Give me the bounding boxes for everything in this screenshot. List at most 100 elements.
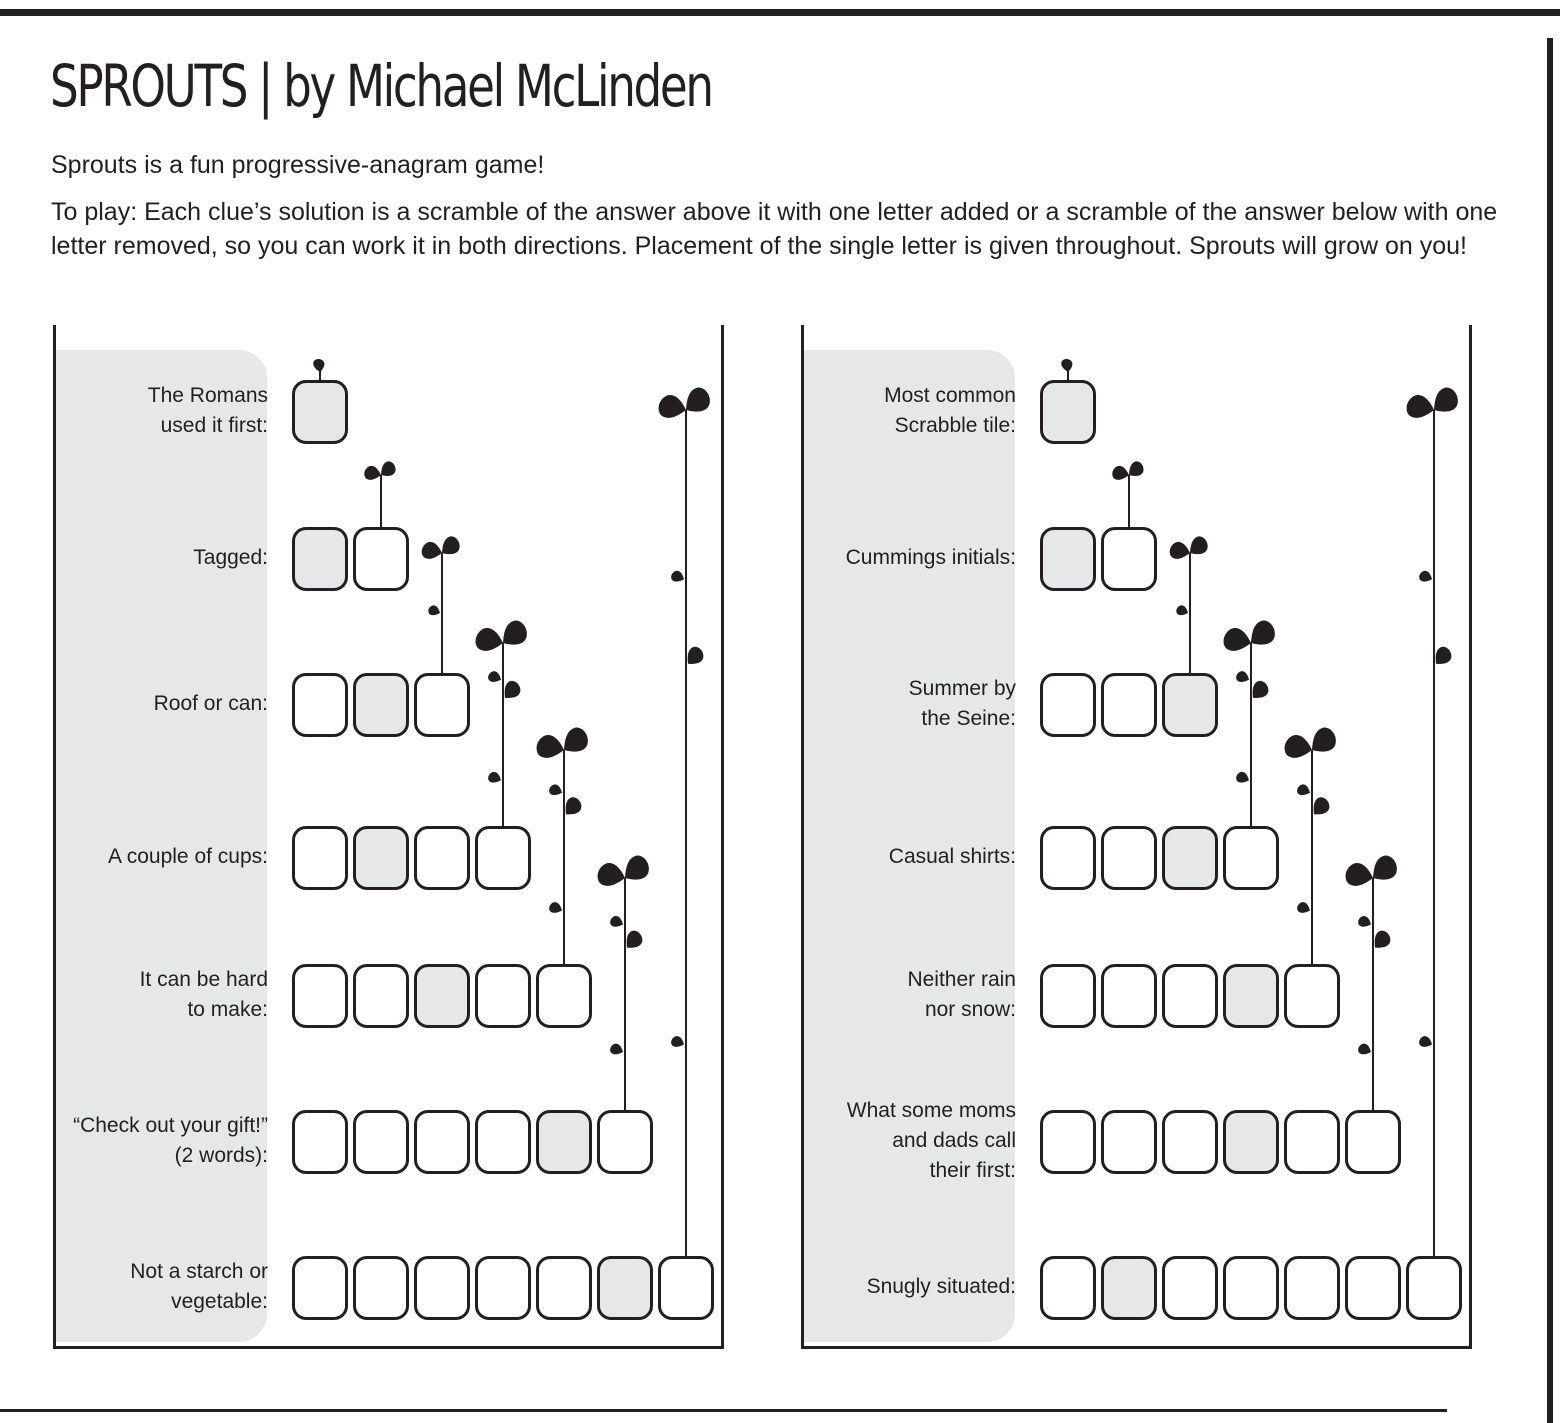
letter-box[interactable] [1040,964,1096,1028]
letter-box-given[interactable] [1101,1256,1157,1320]
letter-box-given[interactable] [1162,826,1218,890]
letter-box[interactable] [536,1256,592,1320]
letter-box[interactable] [1101,826,1157,890]
letter-box[interactable] [1040,826,1096,890]
sprout-leaf [1435,646,1452,664]
letter-box[interactable] [1101,527,1157,591]
letter-box-given[interactable] [353,826,409,890]
sprout-leaf [671,570,684,582]
letter-box-given[interactable] [292,380,348,444]
sprout-leaf [488,671,501,682]
letter-box[interactable] [414,673,470,737]
clue-line: “Check out your gift!” [73,1114,268,1137]
sprout-leaf [564,727,588,752]
letter-box-given[interactable] [353,673,409,737]
sprout-leaf [1406,395,1434,418]
letter-box[interactable] [414,1110,470,1174]
sprout-leaf [503,620,527,645]
letter-box[interactable] [1345,1256,1401,1320]
letter-box-given[interactable] [1040,527,1096,591]
letter-box[interactable] [1162,964,1218,1028]
sprout-leaf [313,359,325,372]
sprout-leaf [1252,680,1269,699]
clue-line: used it first: [160,414,268,437]
clue-line: Summer by [908,677,1016,700]
letter-box[interactable] [597,1110,653,1174]
sprout-leaf [597,863,625,886]
clue-line: It can be hard [139,968,268,991]
letter-box-given[interactable] [414,964,470,1028]
letter-box[interactable] [1162,1110,1218,1174]
letter-box[interactable] [658,1256,714,1320]
letter-box[interactable] [1284,1256,1340,1320]
letter-box[interactable] [1406,1256,1462,1320]
sprout-leaf [1129,461,1144,476]
letter-box-given[interactable] [1040,380,1096,444]
letter-box-given[interactable] [1223,1110,1279,1174]
letter-box[interactable] [292,1256,348,1320]
clue-column [56,350,267,1342]
letter-box[interactable] [292,673,348,737]
sprout-leaf [364,465,381,480]
sprout-leaf [686,387,710,412]
letter-box[interactable] [1101,1110,1157,1174]
sprout-leaf [565,797,582,815]
letter-box[interactable] [1040,1110,1096,1174]
clue-line: vegetable: [171,1290,268,1313]
clue-label: Snugly situated: [867,1272,1016,1302]
letter-box-given[interactable] [597,1256,653,1320]
letter-box[interactable] [536,964,592,1028]
letter-box[interactable] [1284,964,1340,1028]
letter-box[interactable] [1040,1256,1096,1320]
clue-label: Casual shirts: [889,842,1016,872]
letter-box[interactable] [1101,964,1157,1028]
page-title: SPROUTS | by Michael McLinden [50,52,714,120]
letter-box-given[interactable] [292,527,348,591]
letter-box[interactable] [1162,1256,1218,1320]
letter-box[interactable] [353,964,409,1028]
letter-box[interactable] [1223,1256,1279,1320]
letter-box[interactable] [1345,1110,1401,1174]
letter-box[interactable] [292,826,348,890]
letter-box[interactable] [414,1256,470,1320]
clue-column [804,350,1015,1342]
clue-line: Most common [884,384,1016,407]
letter-box[interactable] [292,964,348,1028]
letter-box[interactable] [353,527,409,591]
sprout-leaf [1312,727,1336,752]
letter-box-given[interactable] [1223,964,1279,1028]
letter-box[interactable] [1284,1110,1340,1174]
sprout-leaf [1223,628,1251,651]
letter-box[interactable] [292,1110,348,1174]
letter-box[interactable] [353,1110,409,1174]
letter-box-given[interactable] [536,1110,592,1174]
letter-box[interactable] [475,964,531,1028]
sprout-leaf [658,395,686,418]
sprout-leaf [1373,855,1397,880]
bottom-rule [0,1409,1447,1412]
letter-box[interactable] [353,1256,409,1320]
clue-line: Snugly situated: [866,1275,1016,1298]
sprout-leaf [610,916,623,927]
clue-line: (2 words): [174,1144,268,1167]
sprout-leaf [1345,863,1373,886]
letter-box[interactable] [414,826,470,890]
letter-box[interactable] [475,1110,531,1174]
letter-box[interactable] [1223,826,1279,890]
letter-box[interactable] [475,1256,531,1320]
letter-box[interactable] [1040,673,1096,737]
sprout-leaf [536,735,564,758]
letter-box-given[interactable] [1162,673,1218,737]
letter-box[interactable] [475,826,531,890]
sprout-stems [313,359,710,1256]
sprout-leaf [1358,1043,1371,1055]
sprout-leaf [1112,465,1129,480]
clue-label: Roof or can: [154,689,268,719]
sprout-leaf [1251,620,1275,645]
letter-box[interactable] [1101,673,1157,737]
sprout-leaf [1374,930,1391,948]
clue-line: and dads call [892,1129,1016,1152]
